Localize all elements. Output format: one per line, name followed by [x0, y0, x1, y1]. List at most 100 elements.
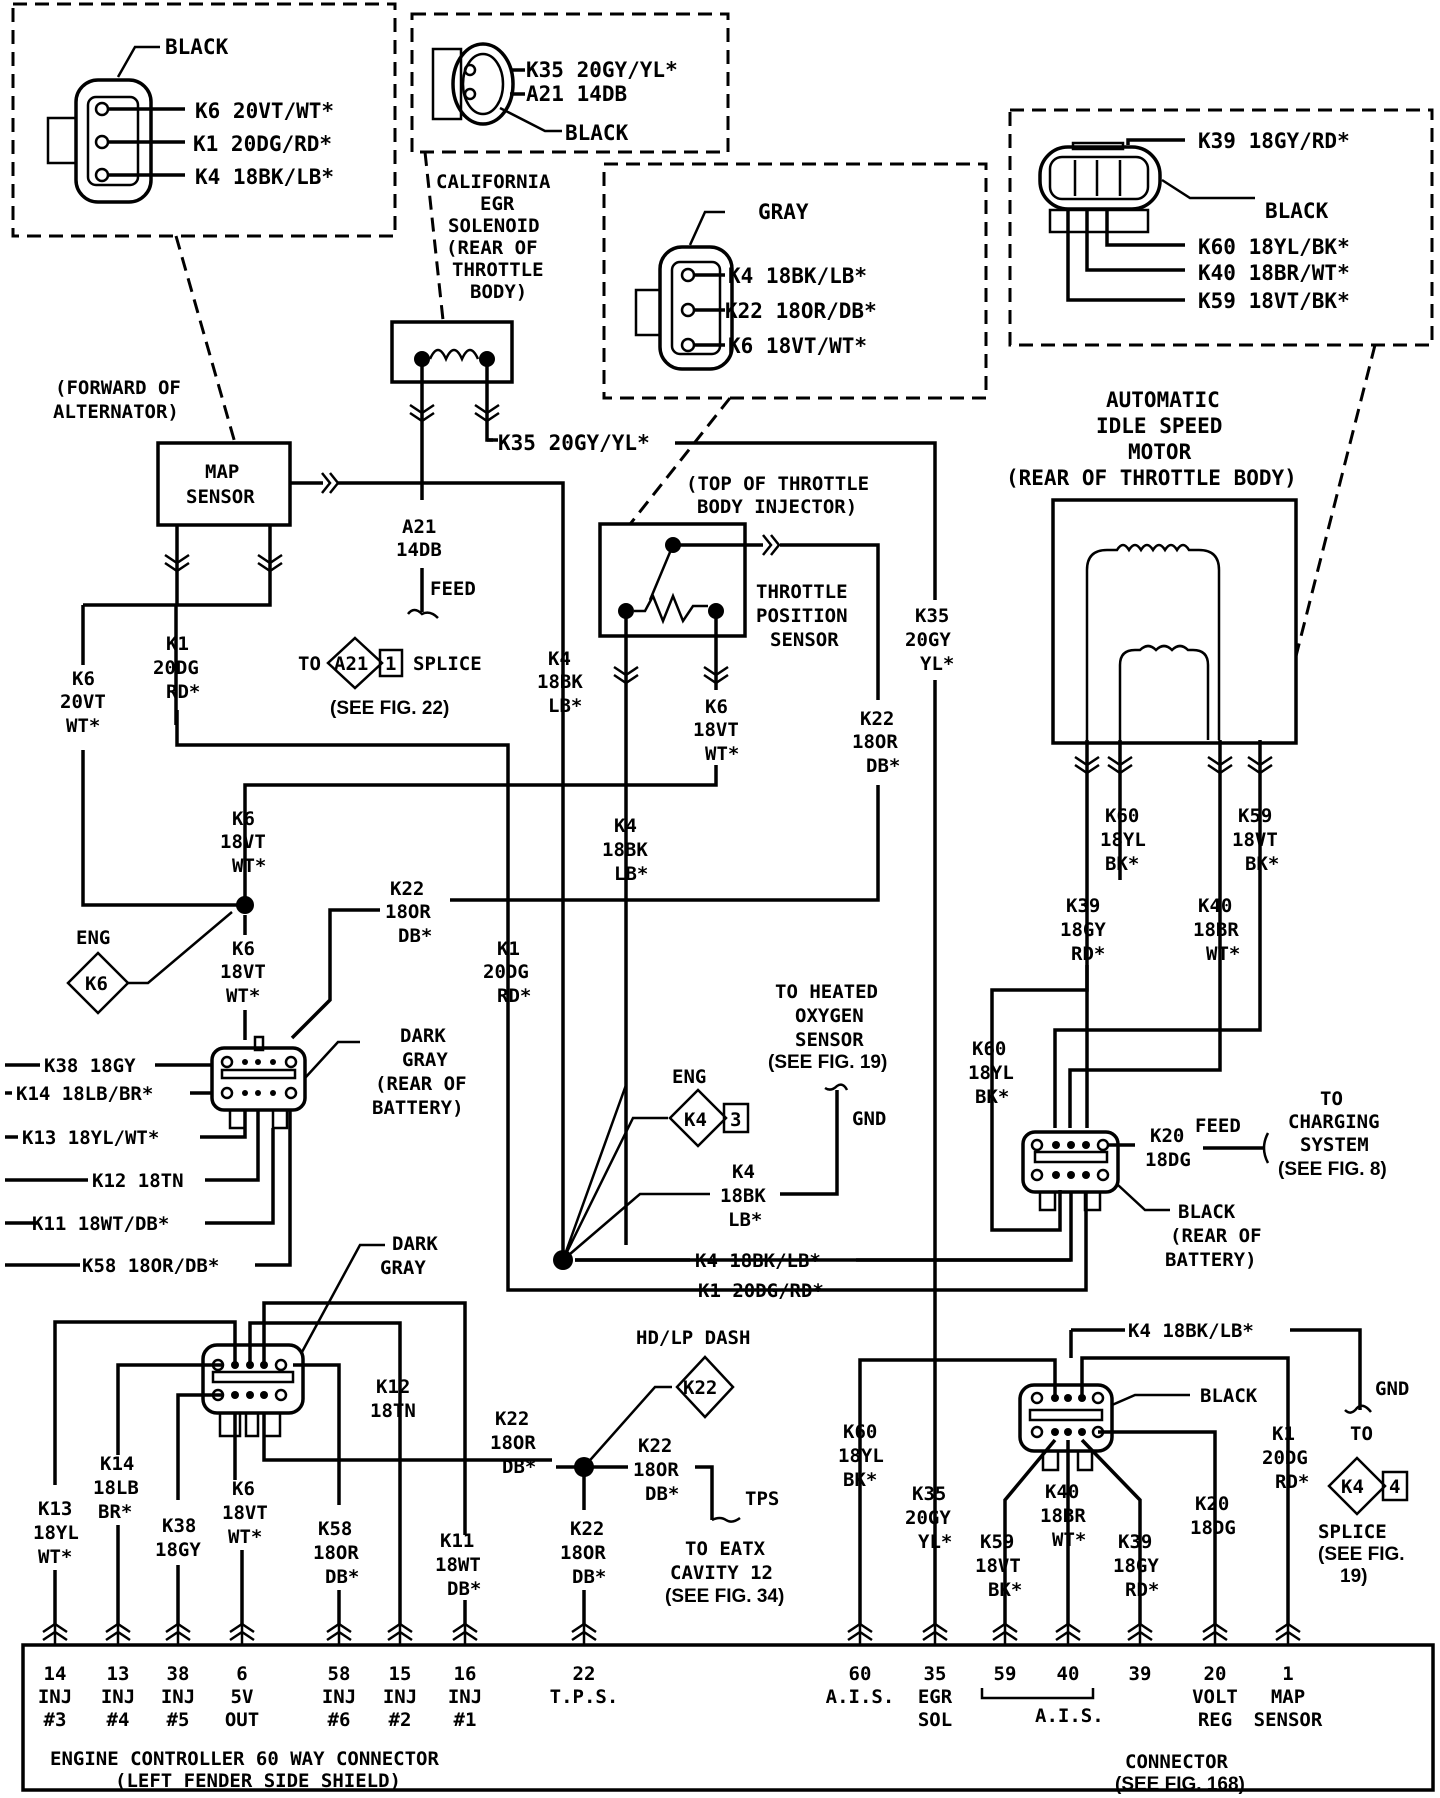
dark-gray-battery-label: DARK GRAY (REAR OF BATTERY)	[372, 1025, 467, 1119]
gnd-label: GND	[1375, 1378, 1409, 1400]
detail-box-border	[11, 2, 397, 238]
pin-number: 40	[1057, 1663, 1080, 1685]
label-line: 18BK	[537, 671, 583, 693]
k1-map-label: K1 20DG RD*	[153, 633, 200, 703]
left-wire-list: K38 18GY K14 18LB/BR* K13 18YL/WT* K12 1…	[5, 1055, 292, 1277]
label-line: RD*	[1125, 1579, 1159, 1601]
label-line: THROTTLE	[756, 581, 848, 603]
controller-pin-labels: 14INJ#313INJ#438INJ#565VOUT58INJ#615INJ#…	[38, 1663, 1323, 1731]
label-line: 18BK	[602, 839, 648, 861]
pin-label: K39 18GY/RD*	[1198, 129, 1350, 153]
pin-function: INJ	[322, 1686, 356, 1708]
heated-oxygen-label: TO HEATED OXYGEN SENSOR (SEE FIG. 19)	[768, 981, 887, 1073]
connector-color: BLACK	[1265, 199, 1329, 223]
label-line: 18GY	[1113, 1555, 1159, 1577]
label-line: WT*	[226, 985, 260, 1007]
map-sensor: MAP SENSOR	[156, 441, 292, 527]
label-line: K22	[570, 1518, 604, 1540]
to-splice-k4: TO K4 4 SPLICE (SEE FIG. 19)	[1318, 1423, 1409, 1587]
label-line: WT*	[1206, 943, 1240, 965]
label-line: K58	[318, 1518, 352, 1540]
wire-label: K13 18YL/WT*	[22, 1127, 159, 1149]
label-line: WT*	[705, 743, 739, 765]
wire-label: 14DB	[396, 539, 442, 561]
k4-gnd-label: K4 18BK LB*	[720, 1161, 766, 1231]
label-line: WT*	[1052, 1529, 1086, 1551]
splice-diamond	[66, 951, 130, 1015]
label-line: 19)	[1340, 1566, 1367, 1587]
hdlp-dash-label: HD/LP DASH	[636, 1327, 750, 1349]
controller-terminals	[42, 1622, 1301, 1645]
wire-label-k38: K38 18GY	[155, 1515, 201, 1561]
injector-connector	[201, 1343, 305, 1438]
terminal-arrow	[1055, 1622, 1081, 1645]
label-line: IDLE SPEED	[1096, 414, 1222, 438]
wire-k4-k1-run	[575, 1192, 1088, 1292]
terminal-arrow	[1275, 1622, 1301, 1645]
k22-right-label: K22 18OR DB*	[633, 1435, 679, 1505]
label-line: (REAR OF	[446, 237, 538, 259]
splice-diamond	[1327, 1456, 1387, 1516]
arrow-icon	[1117, 1184, 1170, 1212]
engine-controller-box	[21, 1643, 1435, 1792]
wire-k4-map	[290, 481, 565, 1260]
k4-tps-label: K4 18BK LB*	[602, 815, 648, 885]
connector-color: GRAY	[758, 200, 809, 224]
pin-function: 5V	[231, 1686, 254, 1708]
arrow-icon	[304, 1040, 360, 1079]
pin-function: MAP	[1271, 1686, 1305, 1708]
pin-number: 22	[573, 1663, 596, 1685]
lower-right-wire-labels: K60 18YL BK* K35 20GY YL* K59 18VT BK* K…	[838, 1421, 1309, 1601]
label-line: 18BR	[1193, 919, 1239, 941]
label-line: SYSTEM	[1300, 1134, 1369, 1156]
pin-label: K59 18VT/BK*	[1198, 289, 1350, 313]
wire-label: K4 18BK/LB*	[1128, 1320, 1254, 1342]
label-line: BK*	[1105, 853, 1139, 875]
terminal-arrow	[847, 1622, 873, 1645]
splice-diamond	[668, 1088, 728, 1148]
label-line: K13	[38, 1498, 72, 1520]
pin-number: 1	[1282, 1663, 1293, 1685]
arrow-icon	[300, 1243, 385, 1353]
label-line: 18BR	[1040, 1505, 1086, 1527]
label-line: K60	[1105, 805, 1139, 827]
pin-label: K6 20VT/WT*	[195, 99, 334, 123]
connector-see-label: (SEE FIG. 168)	[1115, 1774, 1245, 1795]
label-line: SENSOR	[186, 486, 255, 508]
splice-a21: TO A21 1 SPLICE (SEE FIG. 22)	[298, 636, 482, 719]
label-line: (SEE FIG. 34)	[665, 1586, 784, 1607]
k22-tps-label: K22 18OR DB*	[852, 708, 900, 777]
label-line: RD*	[1275, 1471, 1309, 1493]
controller-name: ENGINE CONTROLLER 60 WAY CONNECTOR	[50, 1748, 439, 1770]
pin-number: 6	[236, 1663, 247, 1685]
leader-line	[625, 397, 732, 529]
terminal-arrow	[229, 1622, 255, 1645]
wire-label-k60: K60 18YL BK*	[838, 1421, 884, 1491]
label-line: DB*	[502, 1456, 536, 1478]
label-line: 20GY	[905, 629, 951, 651]
label-line: SENSOR	[770, 629, 839, 651]
label-line: TO	[1320, 1088, 1343, 1110]
label-line: 18VT	[1232, 829, 1278, 851]
pin-label: K4 18BK/LB*	[728, 264, 867, 288]
label-line: K22	[390, 878, 424, 900]
pin-function: EGR	[918, 1686, 953, 1708]
wire-label-k1: K1 20DG RD*	[1262, 1423, 1309, 1493]
wire-label-k58: K58 18OR DB*	[313, 1518, 359, 1588]
eng-k4-splice: ENG K4 3	[668, 1066, 750, 1148]
label-line: 20DG	[153, 657, 199, 679]
label-line: DARK	[392, 1233, 438, 1255]
arrow-icon	[688, 210, 725, 246]
label-line: K35	[915, 605, 949, 627]
wire-label: K35 20GY/YL*	[498, 431, 650, 455]
pin-label: K40 18BR/WT*	[1198, 261, 1350, 285]
wire-label: K4 18BK/LB*	[695, 1250, 821, 1272]
label-line: DB*	[645, 1483, 679, 1505]
map-wires	[83, 525, 272, 725]
label-line: AUTOMATIC	[1106, 388, 1220, 412]
label-line: SPLICE	[413, 653, 482, 675]
detail-box-border	[410, 12, 730, 154]
label-line: K22	[495, 1408, 529, 1430]
wire-k6-map	[81, 605, 245, 907]
label-line: 18OR	[560, 1542, 606, 1564]
